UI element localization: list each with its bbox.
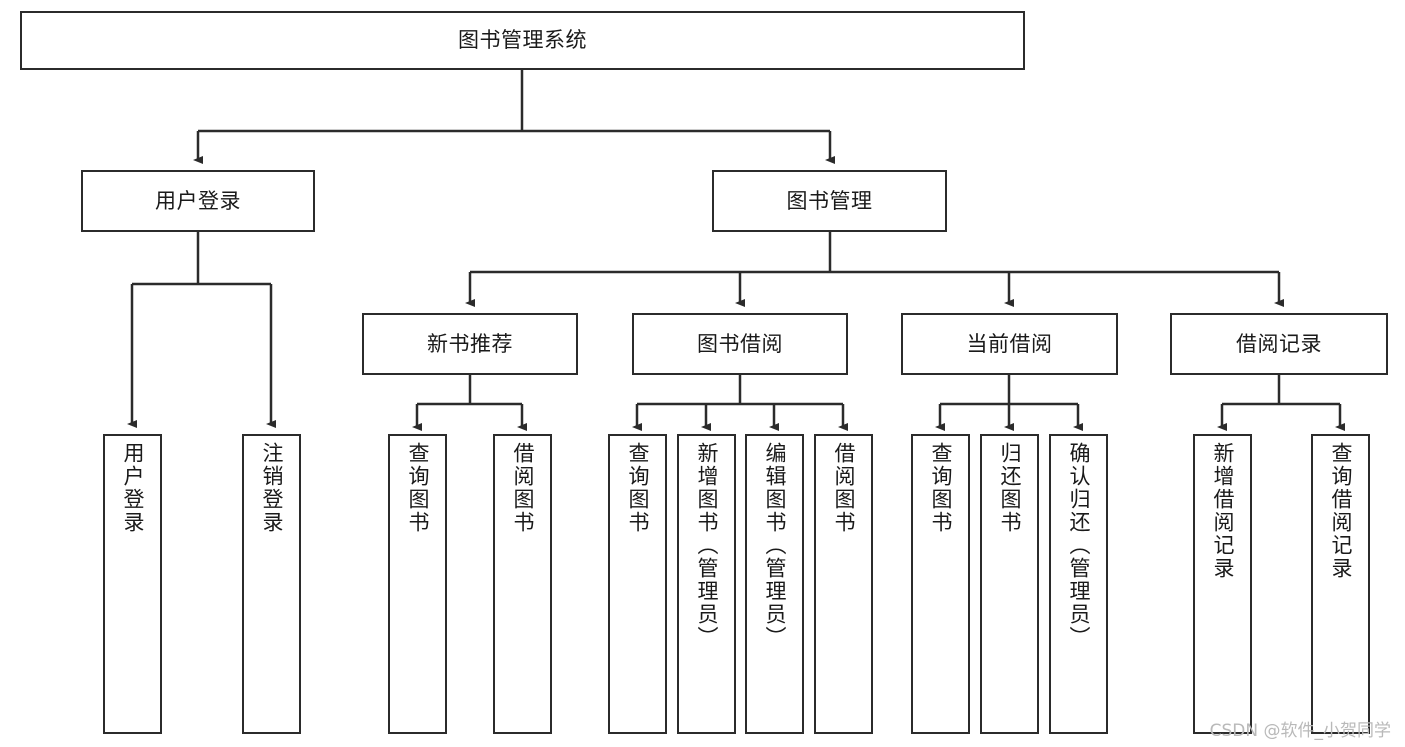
leaf-query-book-current[interactable]: 查询图书 — [911, 434, 970, 734]
node-label: 借阅图书 — [832, 442, 857, 534]
leaf-user-login[interactable]: 用户登录 — [103, 434, 162, 734]
leaf-return-book[interactable]: 归还图书 — [980, 434, 1039, 734]
node-root-system[interactable]: 图书管理系统 — [20, 11, 1025, 70]
node-label: 归还图书 — [998, 442, 1023, 534]
node-user-login[interactable]: 用户登录 — [81, 170, 315, 232]
node-label: 新增图书（管理员） — [695, 442, 720, 649]
node-label: 当前借阅 — [966, 331, 1053, 356]
node-new-book-recommend[interactable]: 新书推荐 — [362, 313, 578, 375]
leaf-borrow-book[interactable]: 借阅图书 — [814, 434, 873, 734]
node-label: 借阅图书 — [511, 442, 536, 534]
node-label: 查询图书 — [929, 442, 954, 534]
leaf-edit-book-admin[interactable]: 编辑图书（管理员） — [745, 434, 804, 734]
node-label: 查询图书 — [626, 442, 651, 534]
node-label: 用户登录 — [155, 188, 241, 213]
watermark: CSDN @软件_小贺同学 — [1209, 721, 1391, 741]
node-label: 查询借阅记录 — [1329, 442, 1354, 580]
node-label: 编辑图书（管理员） — [763, 442, 788, 649]
leaf-add-book-admin[interactable]: 新增图书（管理员） — [677, 434, 736, 734]
node-label: 新书推荐 — [427, 331, 513, 356]
node-label: 图书管理 — [786, 188, 873, 213]
node-label: 新增借阅记录 — [1211, 442, 1236, 580]
node-book-manage[interactable]: 图书管理 — [712, 170, 947, 232]
node-borrow-record[interactable]: 借阅记录 — [1170, 313, 1388, 375]
leaf-query-borrow-record[interactable]: 查询借阅记录 — [1311, 434, 1370, 734]
node-label: 借阅记录 — [1236, 331, 1322, 356]
leaf-query-book-borrow[interactable]: 查询图书 — [608, 434, 667, 734]
leaf-borrow-book-recommend[interactable]: 借阅图书 — [493, 434, 552, 734]
leaf-query-book-recommend[interactable]: 查询图书 — [388, 434, 447, 734]
node-book-borrow[interactable]: 图书借阅 — [632, 313, 848, 375]
node-label: 确认归还（管理员） — [1067, 442, 1092, 649]
node-label: 图书借阅 — [697, 331, 783, 356]
node-label: 查询图书 — [406, 442, 431, 534]
leaf-logout[interactable]: 注销登录 — [242, 434, 301, 734]
node-current-borrow[interactable]: 当前借阅 — [901, 313, 1118, 375]
leaf-add-borrow-record[interactable]: 新增借阅记录 — [1193, 434, 1252, 734]
node-label: 注销登录 — [260, 442, 285, 534]
node-label: 图书管理系统 — [458, 28, 587, 53]
leaf-confirm-return-admin[interactable]: 确认归还（管理员） — [1049, 434, 1108, 734]
node-label: 用户登录 — [121, 442, 146, 534]
